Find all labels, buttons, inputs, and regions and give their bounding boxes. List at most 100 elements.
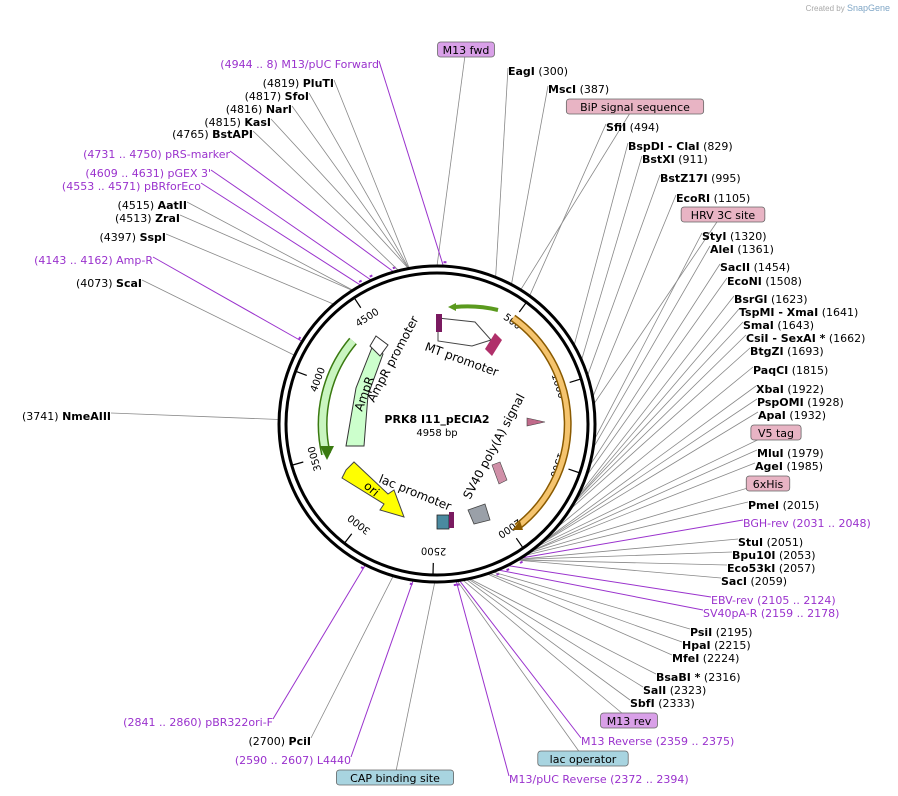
backbone-outer-ring (277, 264, 597, 584)
leader-line (588, 263, 721, 467)
ori-arrow (341, 461, 405, 518)
site-name: BtgZI (750, 345, 784, 358)
site-label: SmaI (1643) (743, 319, 814, 332)
site-name: CsiI - SexAI * (746, 332, 826, 345)
site-label: M13 fwd (437, 41, 495, 58)
leader-line (574, 308, 740, 502)
leader-line (518, 551, 733, 560)
site-name: NarI (266, 103, 292, 116)
site-coords: (2215) (714, 639, 751, 652)
site-coords: (4816) (226, 103, 263, 116)
enzyme-label: XbaI (1922) (756, 383, 824, 396)
site-label: lac operator (537, 750, 629, 767)
site-name: BsaBI * (656, 671, 701, 684)
site-coords: (911) (678, 153, 708, 166)
site-coords: (4815) (204, 116, 241, 129)
site-coords: (4817) (245, 90, 282, 103)
site-label: SacII (1454) (720, 261, 790, 274)
leader-line (527, 481, 769, 554)
sv40-box (467, 503, 491, 525)
enzyme-label: BstXI (911) (642, 153, 708, 166)
site-label: CsiI - SexAI * (1662) (746, 332, 865, 345)
primer-label: (4609 .. 4631) pGEX 3' (85, 167, 211, 180)
feature-name: V5 tag (758, 427, 794, 440)
site-coords: (1932) (789, 409, 826, 422)
enzyme-label: MluI (1979) (757, 447, 824, 460)
site-label: PmeI (2015) (748, 499, 819, 512)
feature-name: CAP binding site (350, 772, 440, 785)
mt-marker (436, 314, 442, 332)
site-name: BstAPI (212, 128, 253, 141)
site-coords: (387) (580, 83, 610, 96)
site-label: SalI (2323) (643, 684, 706, 697)
backbone-inner-ring (284, 271, 590, 577)
leader-line (272, 564, 366, 720)
leader-line (487, 573, 673, 656)
site-label: BiP signal sequence (565, 98, 705, 115)
site-name: SfiI (606, 121, 626, 134)
site-coords: (4143 .. 4162) (34, 254, 113, 267)
ruler-tick (569, 378, 581, 384)
enzyme-label: PsiI (2195) (690, 626, 752, 639)
enzyme-label: (4816) NarI (226, 103, 292, 116)
site-coords: (1928) (807, 396, 844, 409)
leader-line (517, 559, 728, 566)
site-coords: (4553 .. 4571) (62, 180, 141, 193)
site-label: XbaI (1922) (756, 383, 824, 396)
site-label: (2841 .. 2860) pBR322ori-F (123, 716, 273, 729)
leader-line (110, 412, 280, 420)
leader-line (569, 347, 751, 511)
enzyme-label: HpaI (2215) (682, 639, 751, 652)
site-coords: (1641) (822, 306, 859, 319)
site-label: (4553 .. 4571) pBRforEco (62, 180, 201, 193)
primer-mark (297, 336, 302, 340)
site-coords: (1623) (771, 293, 808, 306)
leader-line (350, 580, 414, 758)
site-label: (2590 .. 2607) L4440 (235, 754, 351, 767)
enzyme-label: PaqCI (1815) (753, 364, 828, 377)
site-label: (4073) ScaI (76, 277, 142, 290)
enzyme-label: ApaI (1932) (758, 409, 826, 422)
primer-label: M13 Reverse (2359 .. 2375) (581, 735, 734, 748)
enzyme-label: (4815) KasI (204, 116, 271, 129)
site-name: SbfI (630, 697, 655, 710)
leader-line (456, 580, 584, 758)
site-name: SfoI (285, 90, 309, 103)
primer-mark (369, 274, 373, 278)
credit-prefix: Created by (805, 4, 845, 13)
site-coords: (300) (538, 65, 568, 78)
site-coords: (2590 .. 2607) (235, 754, 314, 767)
site-name: SV40pA-R (703, 607, 758, 620)
site-coords: (4765) (172, 128, 209, 141)
site-coords: (2051) (767, 536, 804, 549)
leader-line (581, 155, 643, 361)
plasmid-length: 4958 bp (416, 428, 457, 439)
site-coords: (995) (711, 172, 741, 185)
site-name: StyI (702, 230, 726, 243)
site-label: (3741) NmeAIII (22, 410, 111, 423)
ruler-tick (344, 533, 353, 543)
site-name: Eco53kI (727, 562, 775, 575)
site-label: (4765) BstAPI (172, 128, 253, 141)
leader-line (152, 256, 303, 342)
enzyme-label: SbfI (2333) (630, 697, 695, 710)
site-name: M13/pUC Reverse (509, 773, 607, 786)
site-coords: (1985) (786, 460, 823, 473)
site-label: M13 rev (600, 712, 658, 729)
ruler-tick (354, 298, 362, 309)
site-label: SV40pA-R (2159 .. 2178) (703, 607, 839, 620)
site-label: BstZ17I (995) (660, 172, 741, 185)
site-name: BGH-rev (743, 517, 789, 530)
site-label: ApaI (1932) (758, 409, 826, 422)
site-coords: (1693) (787, 345, 824, 358)
site-coords: (1361) (737, 243, 774, 256)
enzyme-label: (4073) ScaI (76, 277, 142, 290)
upper-green-arrowhead (448, 303, 456, 311)
leader-line (492, 571, 691, 630)
ruler-tick-label: 4500 (354, 307, 381, 330)
snapgene-credit: Created by SnapGene (806, 3, 890, 13)
leader-line (572, 334, 747, 505)
feature-name: 6xHis (753, 478, 784, 491)
feature-box (537, 750, 629, 767)
site-coords: (2053) (779, 549, 816, 562)
